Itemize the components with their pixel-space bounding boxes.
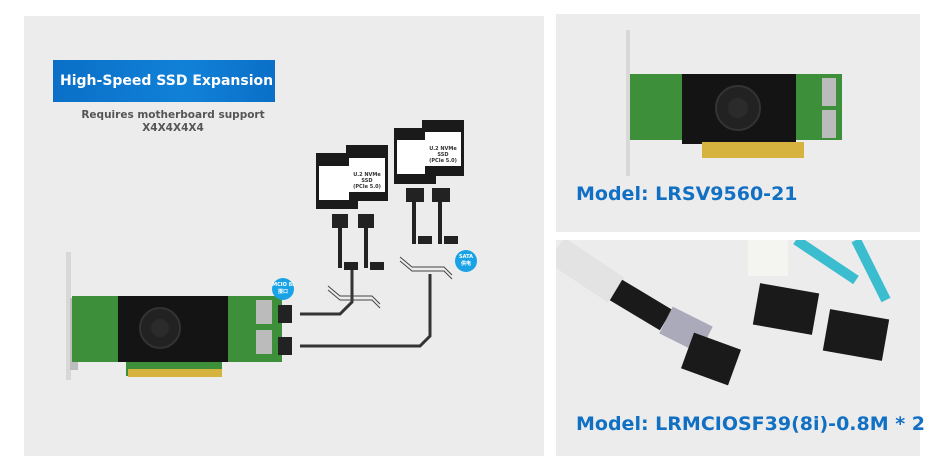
expansion-card <box>72 296 282 377</box>
ssd-group-1 <box>316 145 388 209</box>
card-photo <box>626 30 842 176</box>
model-label-cable: Model: LRMCIOSF39(8i)-0.8M * 2 <box>576 413 926 435</box>
ssd-label-1: U.2 NVMe SSD(PCIe 5.0) <box>353 172 381 190</box>
card-product-panel <box>556 14 920 232</box>
cable-product-panel <box>556 240 920 456</box>
ssd-label-2: U.2 NVMe SSD(PCIe 5.0) <box>429 146 457 164</box>
requirement-line-1: Requires motherboard support <box>81 109 265 121</box>
mcio-cables <box>300 270 432 348</box>
requirement-text: Requires motherboard support X4X4X4X4 <box>73 109 273 135</box>
cable-photo <box>556 240 891 386</box>
model-label-card: Model: LRSV9560-21 <box>576 183 798 205</box>
ssd-group-2 <box>394 120 464 184</box>
banner-title: High-Speed SSD Expansion <box>53 60 275 102</box>
requirement-line-2: X4X4X4X4 <box>142 122 204 134</box>
ssd-cable-ends <box>332 188 458 270</box>
break-lines <box>327 256 453 309</box>
